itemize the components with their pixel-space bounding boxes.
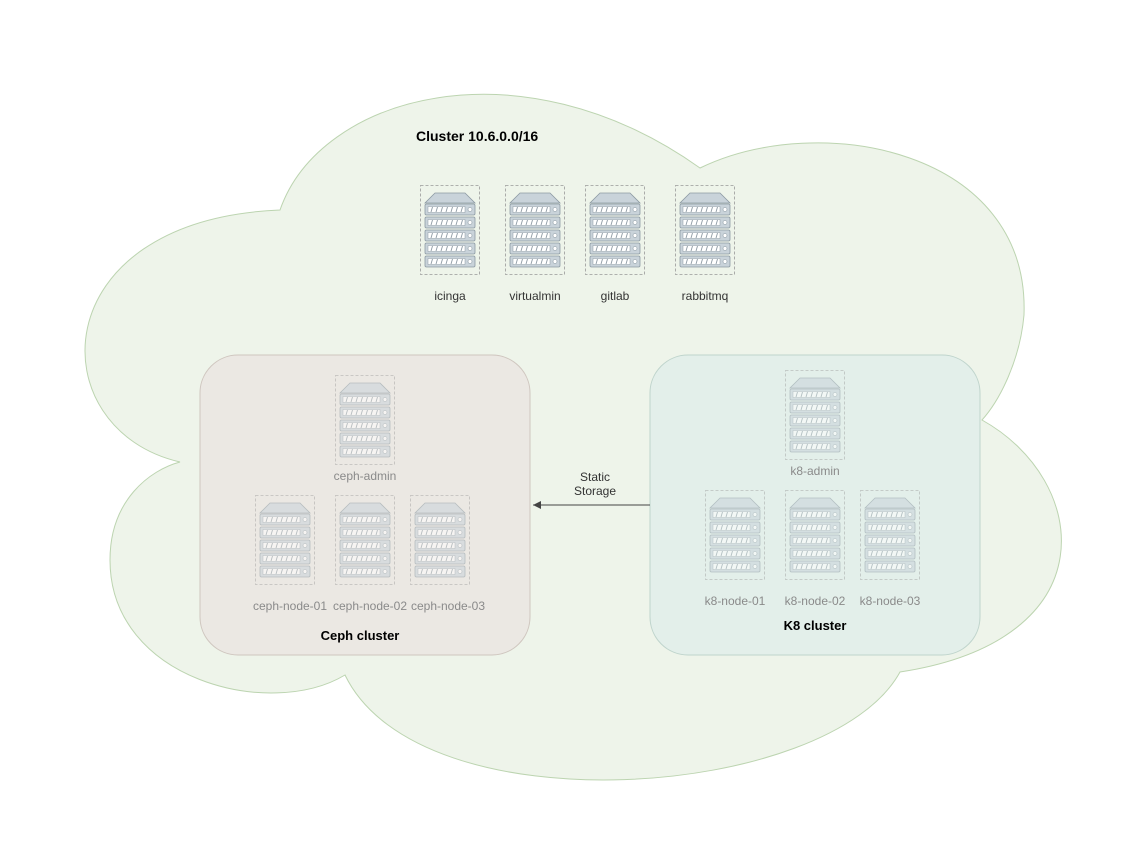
server-icon[interactable] [860,490,920,580]
ceph-cluster-title: Ceph cluster [320,628,400,643]
server-icon[interactable] [255,495,315,585]
k8-node-label: k8-node-01 [704,594,766,608]
server-icon[interactable] [585,185,645,275]
k8-node-label: k8-node-03 [859,594,921,608]
k8-node-label: k8-node-02 [784,594,846,608]
server-label-gitlab: gitlab [600,289,630,303]
server-icon[interactable] [705,490,765,580]
server-label-virtualmin: virtualmin [509,289,561,303]
edge-label: Static Storage [565,470,625,498]
server-icon[interactable] [785,370,845,460]
server-icon[interactable] [335,495,395,585]
ceph-node-label: ceph-node-02 [332,599,408,613]
server-icon[interactable] [785,490,845,580]
edge-label-line1: Static [579,470,610,484]
k8-cluster-title: K8 cluster [783,618,847,633]
server-icon[interactable] [410,495,470,585]
ceph-admin-label: ceph-admin [333,469,397,483]
server-label-icinga: icinga [434,289,466,303]
cluster-title: Cluster 10.6.0.0/16 [416,128,539,144]
server-icon[interactable] [505,185,565,275]
server-label-rabbitmq: rabbitmq [681,289,729,303]
ceph-node-label: ceph-node-03 [410,599,486,613]
edge-label-line2: Storage [573,484,617,498]
server-icon[interactable] [675,185,735,275]
server-icon[interactable] [420,185,480,275]
ceph-node-label: ceph-node-01 [252,599,328,613]
server-icon[interactable] [335,375,395,465]
k8-admin-label: k8-admin [790,464,840,478]
